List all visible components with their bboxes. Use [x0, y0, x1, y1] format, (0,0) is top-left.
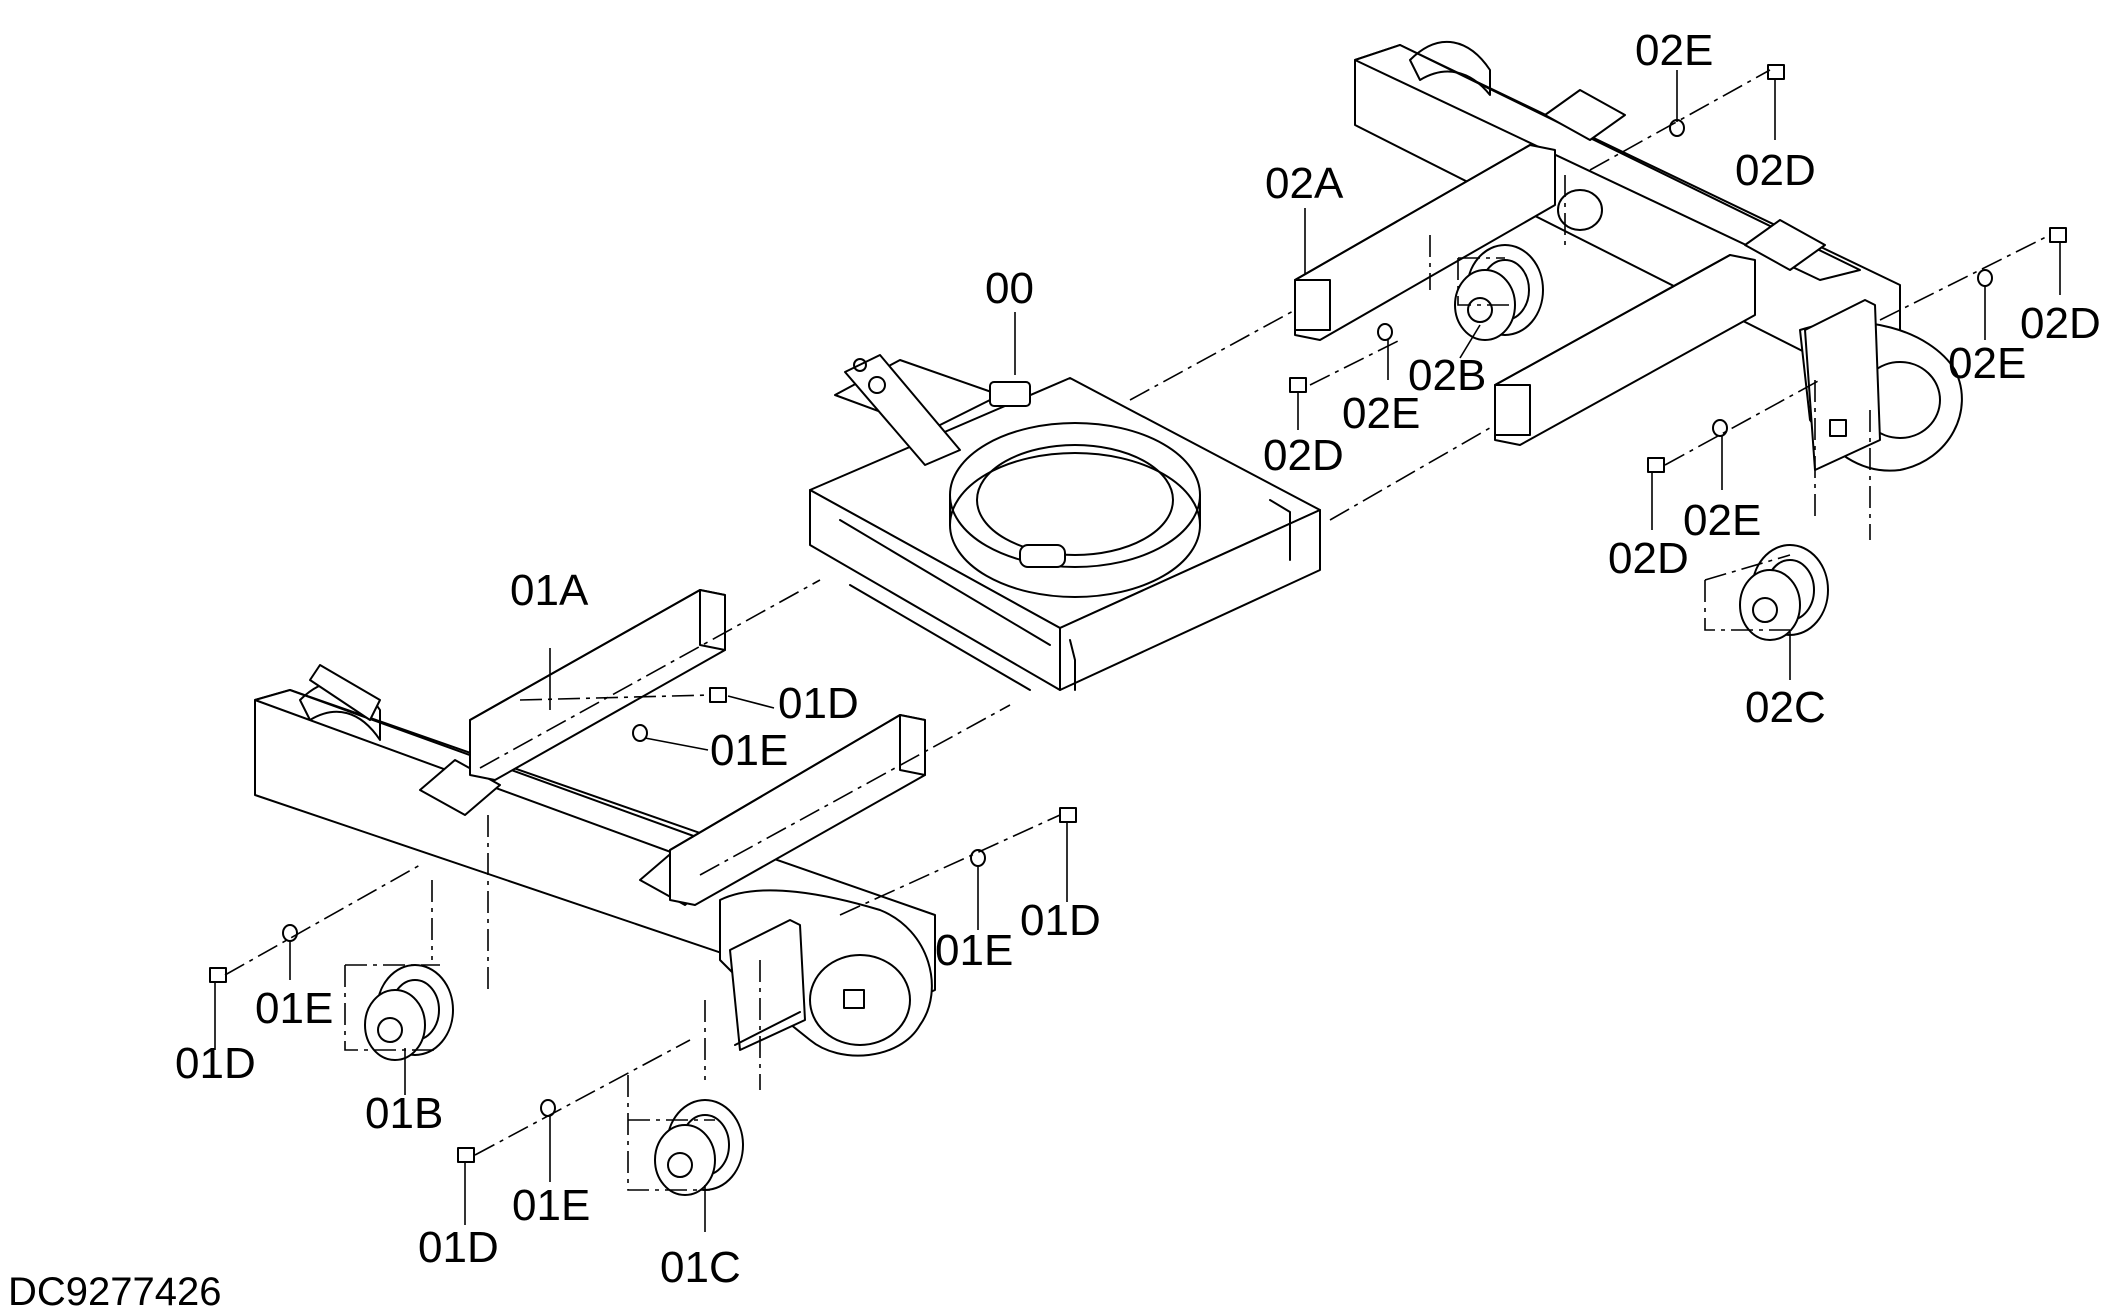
- label-02D-right: 02D: [2020, 299, 2101, 348]
- label-01E-top: 01E: [710, 726, 788, 775]
- label-01D-left: 01D: [175, 1039, 256, 1088]
- label-02C: 02C: [1745, 683, 1826, 732]
- document-id: DC9277426: [8, 1270, 222, 1313]
- leader-lines: [214, 70, 2061, 1232]
- roller-02B: [1454, 244, 1544, 341]
- label-02B: 02B: [1408, 351, 1486, 400]
- label-01D-right: 01D: [1020, 896, 1101, 945]
- roller-01B: [364, 964, 454, 1061]
- label-01A: 01A: [510, 566, 589, 615]
- label-02A: 02A: [1265, 159, 1344, 208]
- crossmember-01A: [469, 589, 926, 906]
- label-02E-lower: 02E: [1683, 496, 1761, 545]
- part-labels: 00 01A 01D 01E 01E 01D 01B 01E 01D 01C 0…: [175, 26, 2101, 1292]
- label-02D-center: 02D: [1263, 431, 1344, 480]
- label-01E-bottom: 01E: [512, 1181, 590, 1230]
- label-02D-lower: 02D: [1608, 534, 1689, 583]
- label-02E-center: 02E: [1342, 389, 1420, 438]
- crossmember-02A: [1294, 144, 1756, 446]
- right-track-frame: [1354, 41, 1963, 472]
- roller-02C: [1739, 544, 1829, 641]
- label-02D-top: 02D: [1735, 146, 1816, 195]
- label-01E-right: 01E: [935, 926, 1013, 975]
- label-01B: 01B: [365, 1089, 443, 1138]
- bolts-and-washers: [209, 64, 2067, 1163]
- label-02E-top: 02E: [1635, 26, 1713, 75]
- label-01D-bottom: 01D: [418, 1223, 499, 1272]
- assembly-centerlines: [224, 69, 2051, 1191]
- center-frame-00: [809, 354, 1321, 691]
- label-00: 00: [985, 264, 1034, 313]
- label-01C: 01C: [660, 1243, 741, 1292]
- label-01D-top: 01D: [778, 679, 859, 728]
- label-01E-left: 01E: [255, 984, 333, 1033]
- label-02E-right: 02E: [1948, 339, 2026, 388]
- roller-01C: [654, 1099, 744, 1196]
